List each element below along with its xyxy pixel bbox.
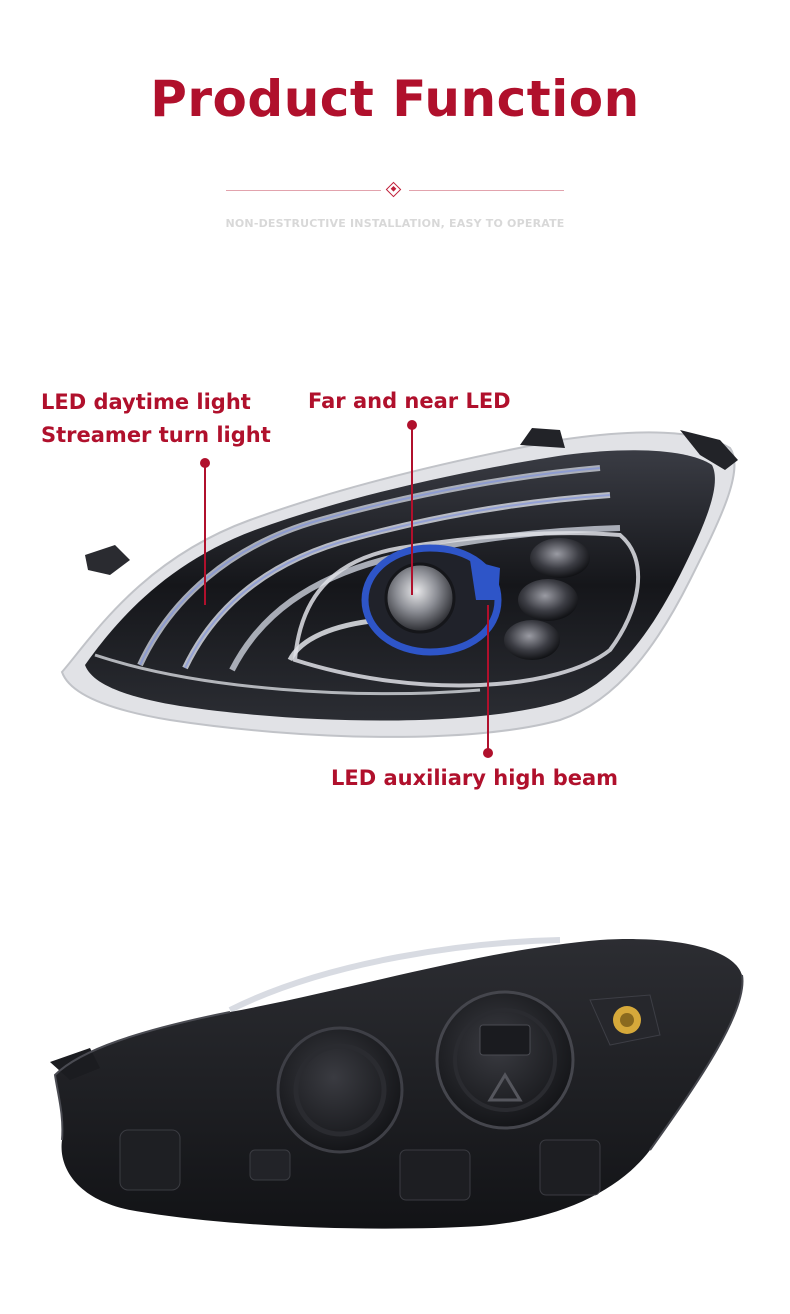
page-subtitle: NON-DESTRUCTIVE INSTALLATION, EASY TO OP… bbox=[225, 217, 565, 230]
callout-led-auxiliary-high-beam: LED auxiliary high beam bbox=[331, 766, 619, 790]
headlight-front-image bbox=[60, 420, 738, 758]
page-title: Product Function bbox=[150, 70, 640, 128]
title-divider bbox=[226, 180, 564, 202]
callout-streamer-turn-light: Streamer turn light bbox=[41, 423, 271, 447]
callout-led-daytime-light: LED daytime light bbox=[41, 390, 251, 414]
divider-line-left bbox=[226, 190, 381, 191]
divider-line-right bbox=[409, 190, 564, 191]
callout-far-near-led: Far and near LED bbox=[308, 389, 511, 413]
